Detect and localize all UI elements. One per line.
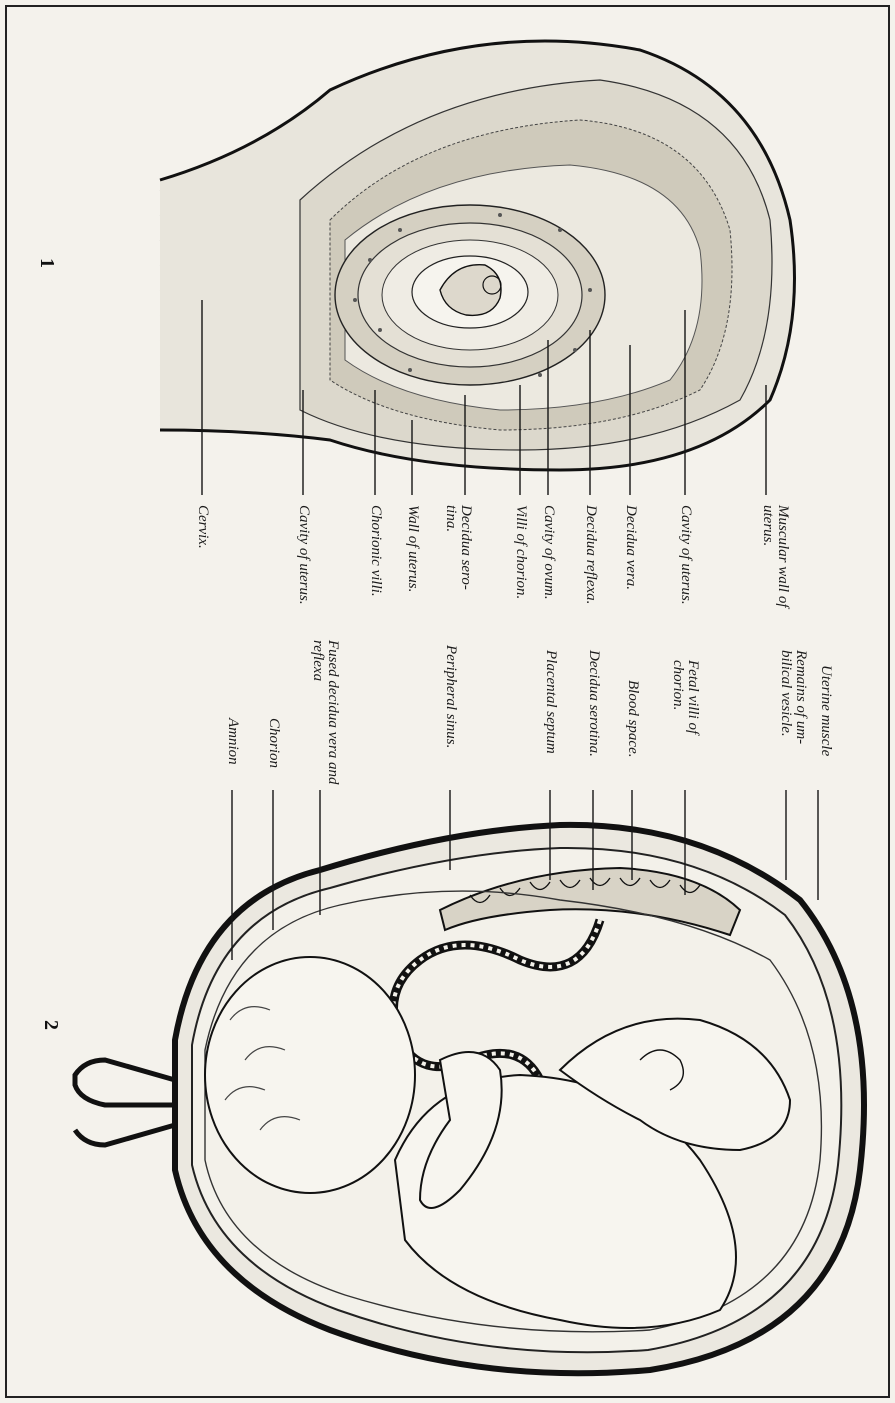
label-cavity-of-uterus-b: Cavity of uterus. [678,505,693,605]
label-decidua-serotina-2: Decidua serotina. [586,650,601,757]
label-umbilical-vesicle: Remains of um-bilical vesicle. [778,650,808,780]
figure-2-uterus [75,825,864,1373]
figure-1-number: 1 [35,258,58,268]
label-uterine-muscle: Uterine muscle [818,665,833,756]
label-decidua-reflexa: Decidua reflexa. [583,505,598,604]
label-villi-of-chorion: Villi of chorion. [513,505,528,599]
label-fused-decidua: Fused decidua vera and reflexa [310,640,340,790]
label-decidua-serotina-1: Decidua sero-tina. [443,505,473,595]
label-cavity-of-uterus-a: Cavity of uterus. [296,505,311,605]
label-cavity-of-ovum: Cavity of ovum. [541,505,556,600]
label-peripheral-sinus: Peripheral sinus. [443,645,458,748]
figure-2-number: 2 [39,1020,62,1030]
label-blood-space: Blood space. [625,680,640,757]
fetus-head [205,957,415,1193]
label-cervix: Cervix. [195,505,210,549]
label-amnion: Amnion [225,718,240,765]
label-decidua-vera: Decidua vera. [623,505,638,590]
label-wall-of-uterus: Wall of uterus. [405,505,420,592]
label-fetal-villi: Fetal villi of chorion. [670,660,700,760]
label-muscular-wall: Muscular wall of uterus. [760,505,790,615]
figure-1-uterus [160,41,795,470]
label-chorionic-villi: Chorionic villi. [368,505,383,597]
label-placental-septum: Placental septum [543,650,558,754]
label-chorion: Chorion [266,718,281,768]
